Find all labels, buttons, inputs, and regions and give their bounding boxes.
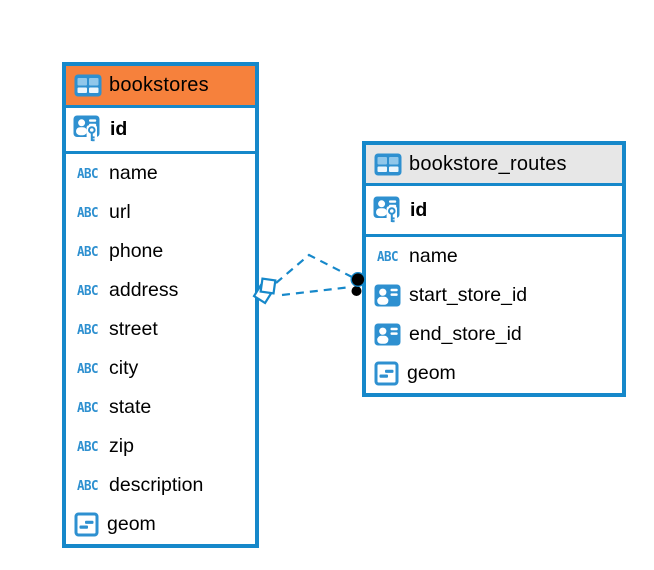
primary-key-row[interactable]: id bbox=[366, 186, 622, 237]
field-row[interactable]: ABC street bbox=[66, 310, 255, 349]
field-row[interactable]: ABC zip bbox=[66, 427, 255, 466]
text-type-icon: ABC bbox=[76, 399, 99, 416]
text-type-icon: ABC bbox=[76, 165, 99, 182]
text-type-icon: ABC bbox=[76, 204, 99, 221]
table-header[interactable]: bookstores bbox=[66, 66, 255, 108]
table-title: bookstore_routes bbox=[409, 152, 567, 175]
primary-key-icon bbox=[373, 196, 402, 225]
text-type-icon: ABC bbox=[376, 248, 399, 265]
table-title: bookstores bbox=[109, 74, 209, 96]
field-name: id bbox=[110, 118, 128, 140]
field-name: state bbox=[109, 396, 152, 418]
field-name: end_store_id bbox=[409, 323, 522, 345]
geometry-type-icon bbox=[374, 361, 399, 386]
table-icon bbox=[74, 74, 102, 97]
text-type-icon: ABC bbox=[76, 243, 99, 260]
field-name: city bbox=[109, 357, 139, 379]
text-type-icon: ABC bbox=[76, 438, 99, 455]
primary-key-row[interactable]: id bbox=[66, 108, 255, 154]
field-row[interactable]: ABC description bbox=[66, 466, 255, 505]
field-name: zip bbox=[109, 435, 134, 457]
relationship-line bbox=[275, 253, 353, 284]
text-type-icon: ABC bbox=[76, 360, 99, 377]
field-name: start_store_id bbox=[409, 284, 528, 306]
field-row[interactable]: ABC city bbox=[66, 349, 255, 388]
field-name: description bbox=[109, 474, 204, 496]
primary-key-icon bbox=[73, 115, 102, 144]
field-name: id bbox=[410, 198, 428, 221]
relationship-dot-end bbox=[350, 272, 366, 296]
relationship-diamond-end bbox=[252, 277, 277, 305]
field-name: name bbox=[109, 162, 158, 184]
text-type-icon: ABC bbox=[76, 477, 99, 494]
field-row[interactable]: ABC name bbox=[366, 237, 622, 276]
reference-type-icon bbox=[374, 284, 401, 307]
field-name: name bbox=[409, 245, 458, 267]
field-name: address bbox=[109, 279, 179, 301]
field-row[interactable]: ABC url bbox=[66, 193, 255, 232]
field-name: phone bbox=[109, 240, 164, 262]
table-icon bbox=[374, 153, 402, 176]
table-header[interactable]: bookstore_routes bbox=[366, 145, 622, 186]
field-row[interactable]: ABC name bbox=[66, 154, 255, 193]
text-type-icon: ABC bbox=[76, 321, 99, 338]
reference-type-icon bbox=[374, 323, 401, 346]
relationship-line bbox=[281, 285, 352, 297]
field-row[interactable]: ABC address bbox=[66, 271, 255, 310]
field-row[interactable]: geom bbox=[66, 505, 255, 544]
field-name: url bbox=[109, 201, 131, 223]
field-row[interactable]: ABC phone bbox=[66, 232, 255, 271]
entity-bookstore-routes[interactable]: bookstore_routes id ABC name bbox=[362, 141, 626, 397]
field-list: ABC name start_store_id end_store_id geom bbox=[366, 237, 622, 393]
field-name: geom bbox=[107, 513, 156, 535]
field-row[interactable]: start_store_id bbox=[366, 276, 622, 315]
field-row[interactable]: geom bbox=[366, 354, 622, 393]
text-type-icon: ABC bbox=[76, 282, 99, 299]
field-name: geom bbox=[407, 362, 456, 384]
geometry-type-icon bbox=[74, 512, 99, 537]
field-row[interactable]: ABC state bbox=[66, 388, 255, 427]
field-name: street bbox=[109, 318, 158, 340]
field-row[interactable]: end_store_id bbox=[366, 315, 622, 354]
